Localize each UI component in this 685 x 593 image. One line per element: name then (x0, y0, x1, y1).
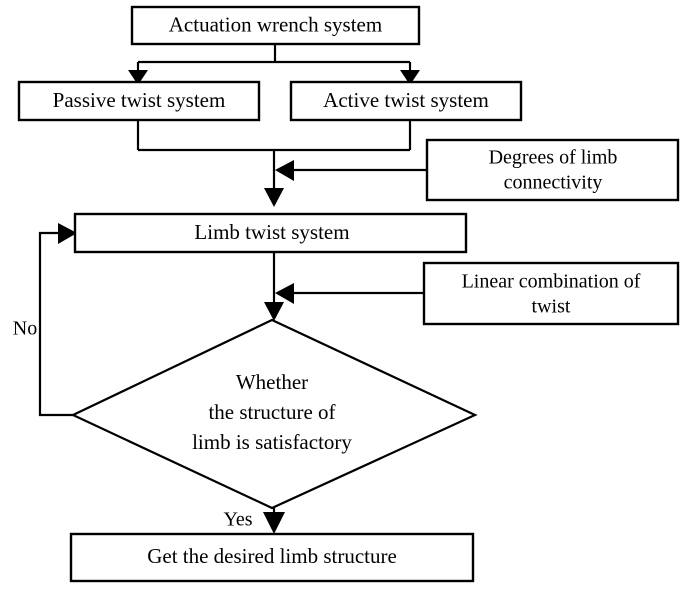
arrow-head-to-decision (264, 302, 284, 321)
arrow-head-feedback-to-limb-twist (58, 223, 77, 244)
node-limb-twist-system-label: Limb twist system (194, 220, 349, 244)
edge-label-no: No (13, 318, 37, 340)
node-whether-structure-satisfactory-label-line1: Whether (236, 370, 308, 394)
node-limb-twist-system-box (73, 212, 468, 254)
node-whether-structure-satisfactory-label-line2: the structure of (208, 400, 335, 424)
node-get-desired-limb-structure[interactable]: Get the desired limb structure (69, 532, 475, 583)
arrow-head-to-active (400, 70, 420, 85)
node-get-desired-limb-structure-box (69, 532, 475, 583)
node-degrees-of-limb-connectivity-label-line2: connectivity (504, 172, 603, 194)
arrow-head-to-limb-twist (264, 188, 284, 207)
connector-no-feedback (38, 231, 73, 417)
node-whether-structure-satisfactory[interactable]: Whether the structure of limb is satisfa… (70, 318, 478, 510)
arrow-head-linear (275, 283, 294, 304)
arrow-head-degrees (275, 160, 294, 181)
node-degrees-of-limb-connectivity-box (425, 138, 680, 202)
node-linear-combination-of-twist[interactable]: Linear combination of twist (422, 261, 680, 326)
node-actuation-wrench-system-box (130, 5, 421, 46)
node-whether-structure-satisfactory-diamond (70, 318, 478, 510)
node-passive-twist-system[interactable]: Passive twist system (17, 80, 261, 122)
node-degrees-of-limb-connectivity[interactable]: Degrees of limb connectivity (425, 138, 680, 202)
node-get-desired-limb-structure-label: Get the desired limb structure (147, 544, 397, 568)
node-active-twist-system[interactable]: Active twist system (289, 80, 523, 122)
node-limb-twist-system[interactable]: Limb twist system (73, 212, 468, 254)
node-actuation-wrench-system[interactable]: Actuation wrench system (130, 5, 421, 46)
node-actuation-wrench-system-label: Actuation wrench system (169, 12, 382, 36)
node-active-twist-system-label: Active twist system (323, 88, 489, 112)
node-linear-combination-of-twist-label-line1: Linear combination of (462, 271, 641, 293)
node-linear-combination-of-twist-box (422, 261, 680, 326)
node-passive-twist-system-box (17, 80, 261, 122)
node-degrees-of-limb-connectivity-label-line1: Degrees of limb (489, 147, 618, 169)
arrow-head-to-final (263, 512, 285, 534)
node-active-twist-system-box (289, 80, 523, 122)
arrow-head-to-passive (128, 70, 148, 85)
node-whether-structure-satisfactory-label-line3: limb is satisfactory (192, 430, 352, 454)
node-linear-combination-of-twist-label-line2: twist (532, 296, 571, 318)
node-passive-twist-system-label: Passive twist system (53, 88, 226, 112)
edge-label-yes: Yes (223, 509, 252, 531)
